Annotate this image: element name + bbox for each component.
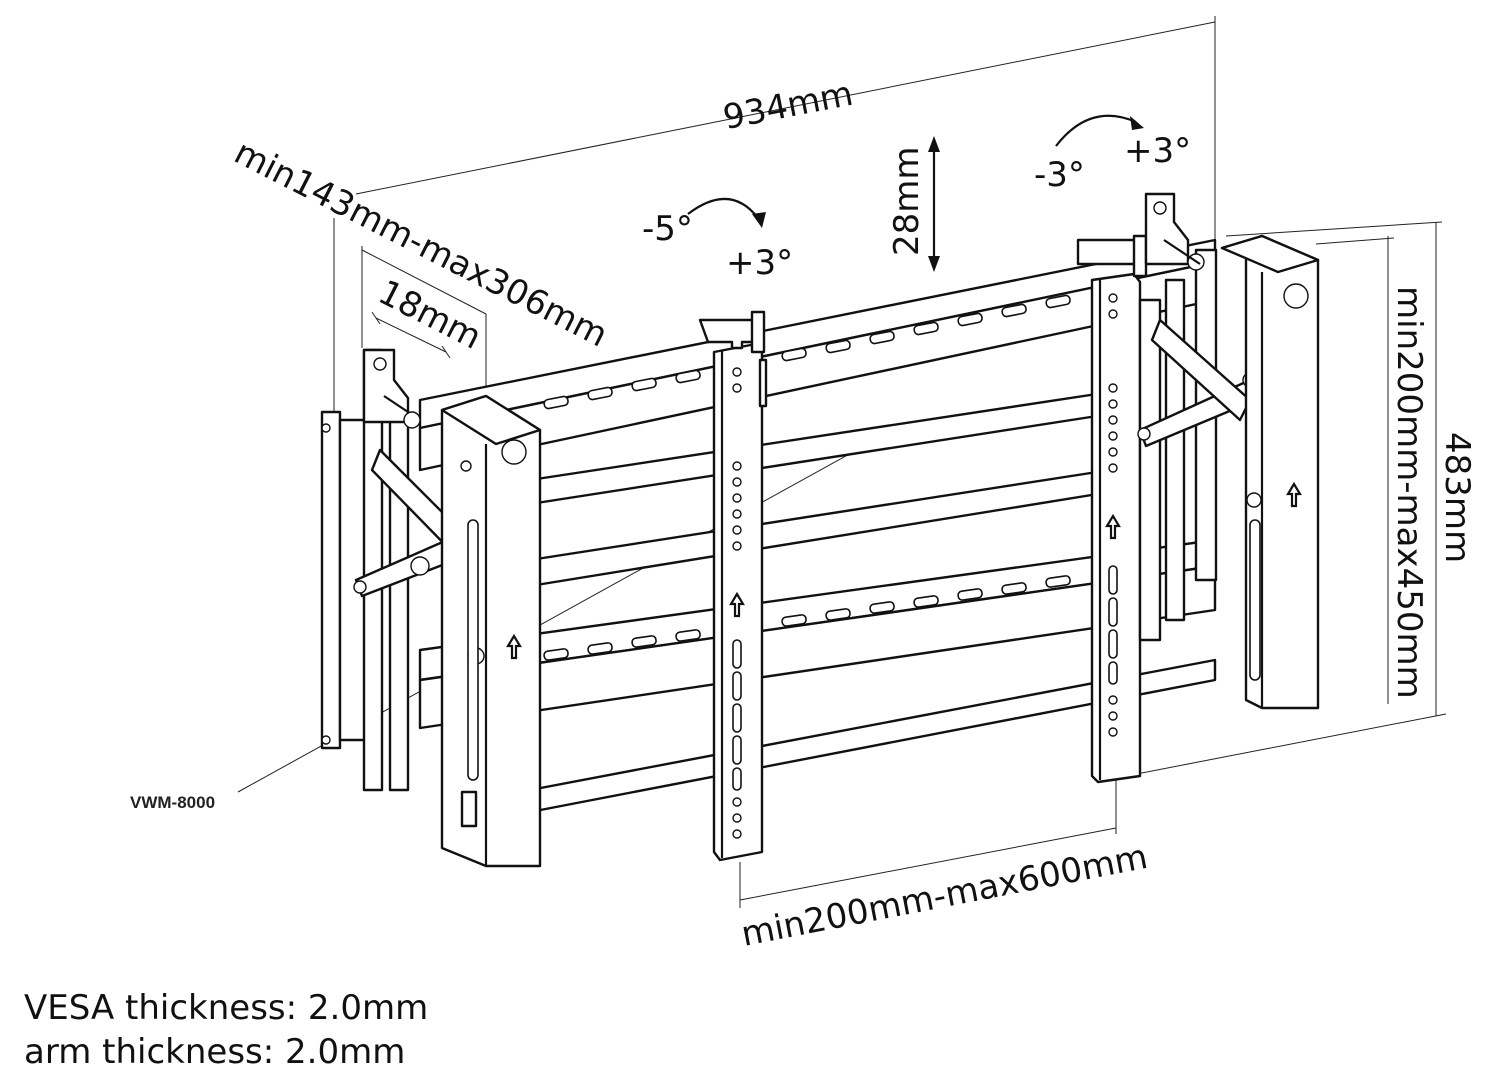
spec-notes: VESA thickness: 2.0mm arm thickness: 2.0… [24,986,428,1074]
horizontal-vesa-label: min200mm-max600mm [738,837,1151,955]
left-vertical-arm [440,394,542,868]
overall-height-label: 483mm [1437,432,1477,563]
overall-width-label: 934mm [720,74,856,138]
lower-rail-slots [543,575,1071,661]
tilt-right-minus-label: -3° [1034,155,1085,195]
vertical-vesa-label: min200mm-max450mm [1389,286,1429,699]
vesa-thickness-note: VESA thickness: 2.0mm [24,988,429,1028]
arm-thickness-note: arm thickness: 2.0mm [24,1032,406,1072]
right-vesa-bar [1076,234,1148,784]
wall-rails [418,238,1217,814]
upper-rail-slots [543,294,1071,410]
model-label: VWM-8000 [130,793,215,812]
tilt-center-minus-label: -5° [642,209,693,249]
tilt-arrows [687,114,1144,228]
center-vesa-bar [698,310,768,862]
tilt-center-plus-label: +3° [726,243,793,283]
tilt-right-plus-label: +3° [1124,131,1191,171]
right-vertical-arm [1220,234,1320,710]
height-adjust-label: 28mm [887,146,927,256]
right-wall-plate [1137,192,1258,642]
